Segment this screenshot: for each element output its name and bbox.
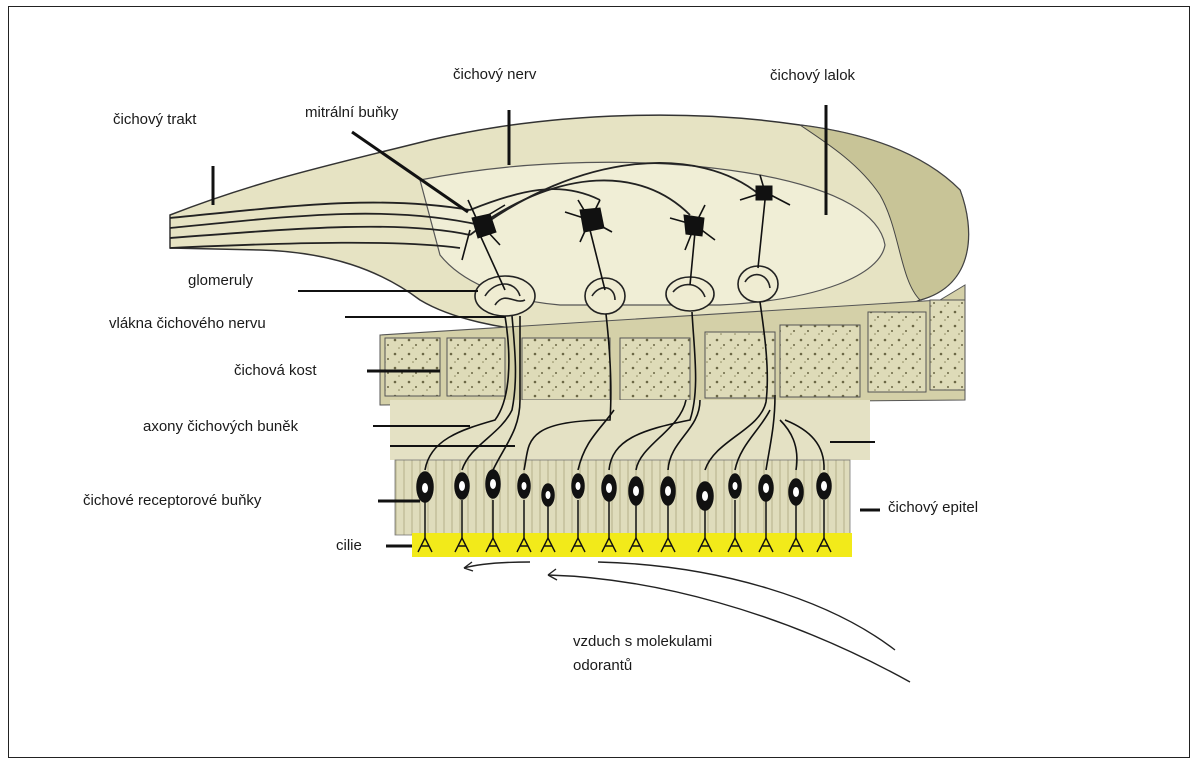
- label-olfactory-bulb: čichový lalok: [770, 67, 855, 85]
- lamina-propria: [390, 400, 870, 460]
- label-mitral-cells: mitrální buňky: [305, 104, 398, 122]
- label-olfactory-nerve: čichový nerv: [453, 66, 536, 84]
- label-cilia: cilie: [336, 537, 362, 555]
- label-air-line2: odorantů: [573, 654, 712, 678]
- label-glomeruli: glomeruly: [188, 272, 253, 290]
- label-nerve-fibers: vlákna čichového nervu: [109, 315, 266, 333]
- olfactory-bulb: [170, 115, 969, 333]
- label-olfactory-tract: čichový trakt: [113, 111, 196, 129]
- label-receptor-cells: čichové receptorové buňky: [83, 492, 261, 510]
- label-air-line1: vzduch s molekulami: [573, 630, 712, 654]
- label-axons: axony čichových buněk: [143, 418, 298, 436]
- label-epithelium: čichový epitel: [888, 499, 978, 517]
- label-air-molecules: vzduch s molekulami odorantů: [573, 630, 712, 678]
- label-olfactory-bone: čichová kost: [234, 362, 317, 380]
